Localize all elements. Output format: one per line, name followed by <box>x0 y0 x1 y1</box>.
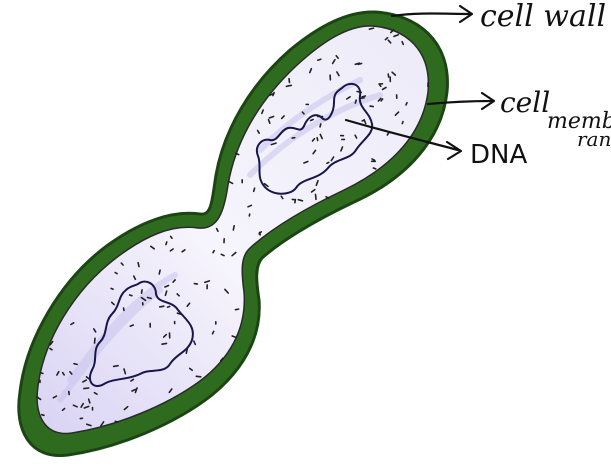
ribosome-dot <box>213 251 214 253</box>
ribosome-dot <box>320 124 321 127</box>
ribosome-dot <box>124 308 125 310</box>
cell-membrane-label-bottom: ran <box>577 127 611 151</box>
cell-wall-label: cell wall <box>480 0 606 34</box>
ribosome-dot <box>111 288 113 289</box>
ribosome-dot <box>236 309 239 310</box>
ribosome-dot <box>196 376 201 377</box>
ribosome-dot <box>40 373 43 374</box>
ribosome-dot <box>362 96 365 97</box>
ribosome-dot <box>160 306 164 307</box>
ribosome-dot <box>42 415 44 416</box>
ribosome-dot <box>95 338 96 343</box>
ribosome-dot <box>362 120 364 121</box>
ribosome-dot <box>254 188 255 191</box>
ribosome-dot <box>84 388 89 389</box>
ribosome-dot <box>138 263 139 267</box>
ribosome-dot <box>162 343 167 344</box>
dna-label: DNA <box>470 140 527 170</box>
ribosome-dot <box>74 364 77 365</box>
cell-wall-arrow <box>392 14 470 17</box>
ribosome-dot <box>327 162 329 163</box>
ribosome-dot <box>406 103 407 105</box>
ribosome-dot <box>298 200 302 201</box>
ribosome-dot <box>273 93 274 96</box>
ribosome-dot <box>370 106 373 107</box>
ribosome-dot <box>373 168 375 169</box>
ribosome-dot <box>402 122 403 124</box>
ribosome-dot <box>177 313 180 314</box>
ribosome-dot <box>388 74 389 77</box>
ribosome-dot <box>115 273 117 274</box>
ribosome-dot <box>142 290 143 293</box>
ribosome-dot <box>402 42 403 45</box>
ribosome-dot <box>369 28 373 29</box>
ribosome-dot <box>168 306 170 307</box>
ribosome-dot <box>233 226 234 230</box>
ribosome-dot <box>159 270 160 274</box>
ribosome-dot <box>166 242 167 245</box>
ribosome-dot <box>114 366 119 367</box>
ribosome-dot <box>311 120 314 121</box>
ribosome-dot <box>130 325 133 326</box>
ribosome-dot <box>289 79 290 83</box>
dna-arrowhead <box>447 142 461 159</box>
ribosome-dot <box>286 85 291 86</box>
ribosome-dot <box>357 92 361 93</box>
cell-membrane-label-top: cell <box>500 86 550 119</box>
ribosome-dot <box>236 153 239 154</box>
ribosome-dot <box>316 194 317 199</box>
ribosome-dot <box>115 421 118 422</box>
ribosome-dot <box>171 236 172 238</box>
ribosome-dot <box>355 100 356 103</box>
ribosome-dot <box>130 295 132 296</box>
ribosome-dot <box>317 138 318 141</box>
ribosome-dot <box>194 284 197 285</box>
ribosome-dot <box>148 298 152 299</box>
ribosome-dot <box>186 348 187 353</box>
ribosome-dot <box>318 59 321 60</box>
ribosome-dot <box>358 64 361 65</box>
ribosome-dot <box>89 399 90 403</box>
